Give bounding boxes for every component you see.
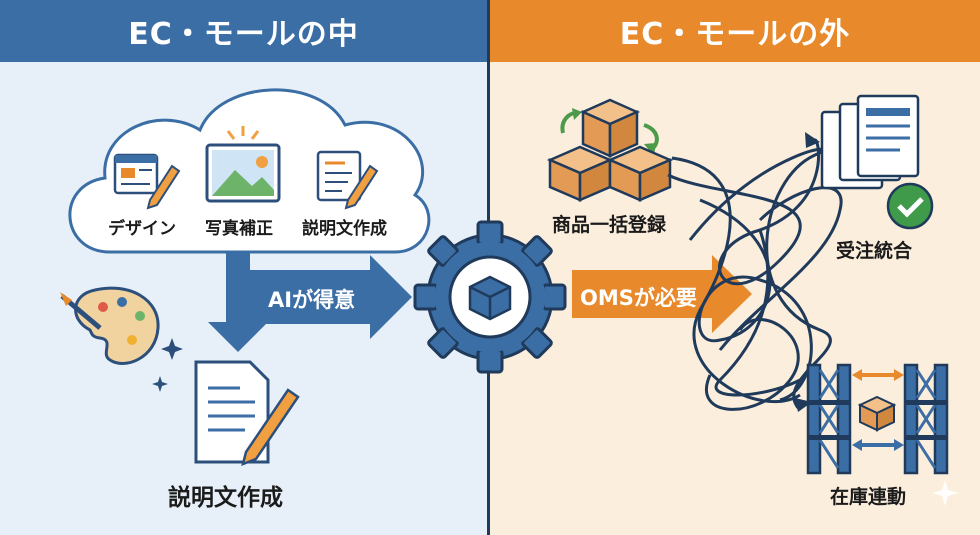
bulk-register-label: 商品一括登録 xyxy=(552,214,667,236)
design-icon xyxy=(113,153,181,210)
tangled-lines xyxy=(667,138,843,412)
ai-arrow-label: AIが得意 xyxy=(268,288,356,312)
cloud-item-design: デザイン xyxy=(108,219,176,239)
sparkle-icon xyxy=(152,338,183,392)
boxes-icon xyxy=(546,98,674,202)
description-icon xyxy=(316,150,379,210)
cloud-item-photo: 写真補正 xyxy=(205,219,273,239)
bottom-description-label: 説明文作成 xyxy=(168,485,283,511)
order-integration-label: 受注統合 xyxy=(836,240,913,262)
gear-icon xyxy=(413,220,567,374)
inventory-sync-label: 在庫連動 xyxy=(830,486,907,508)
arrowhead-order xyxy=(805,132,820,148)
cloud-item-description: 説明文作成 xyxy=(302,219,387,239)
photo-icon xyxy=(205,126,281,203)
sparkle-watermark-icon xyxy=(932,480,958,506)
oms-arrow xyxy=(572,255,752,333)
order-documents-icon xyxy=(820,94,934,230)
oms-arrow-label: OMSが必要 xyxy=(580,286,697,310)
document-icon xyxy=(194,360,300,467)
ai-arrow xyxy=(250,255,412,339)
header-inside-mall: EC・モールの中 xyxy=(0,0,487,62)
down-arrow xyxy=(208,252,268,352)
palette-icon xyxy=(60,286,160,365)
warehouse-rack-icon xyxy=(806,363,949,475)
header-outside-mall: EC・モールの外 xyxy=(490,0,980,62)
